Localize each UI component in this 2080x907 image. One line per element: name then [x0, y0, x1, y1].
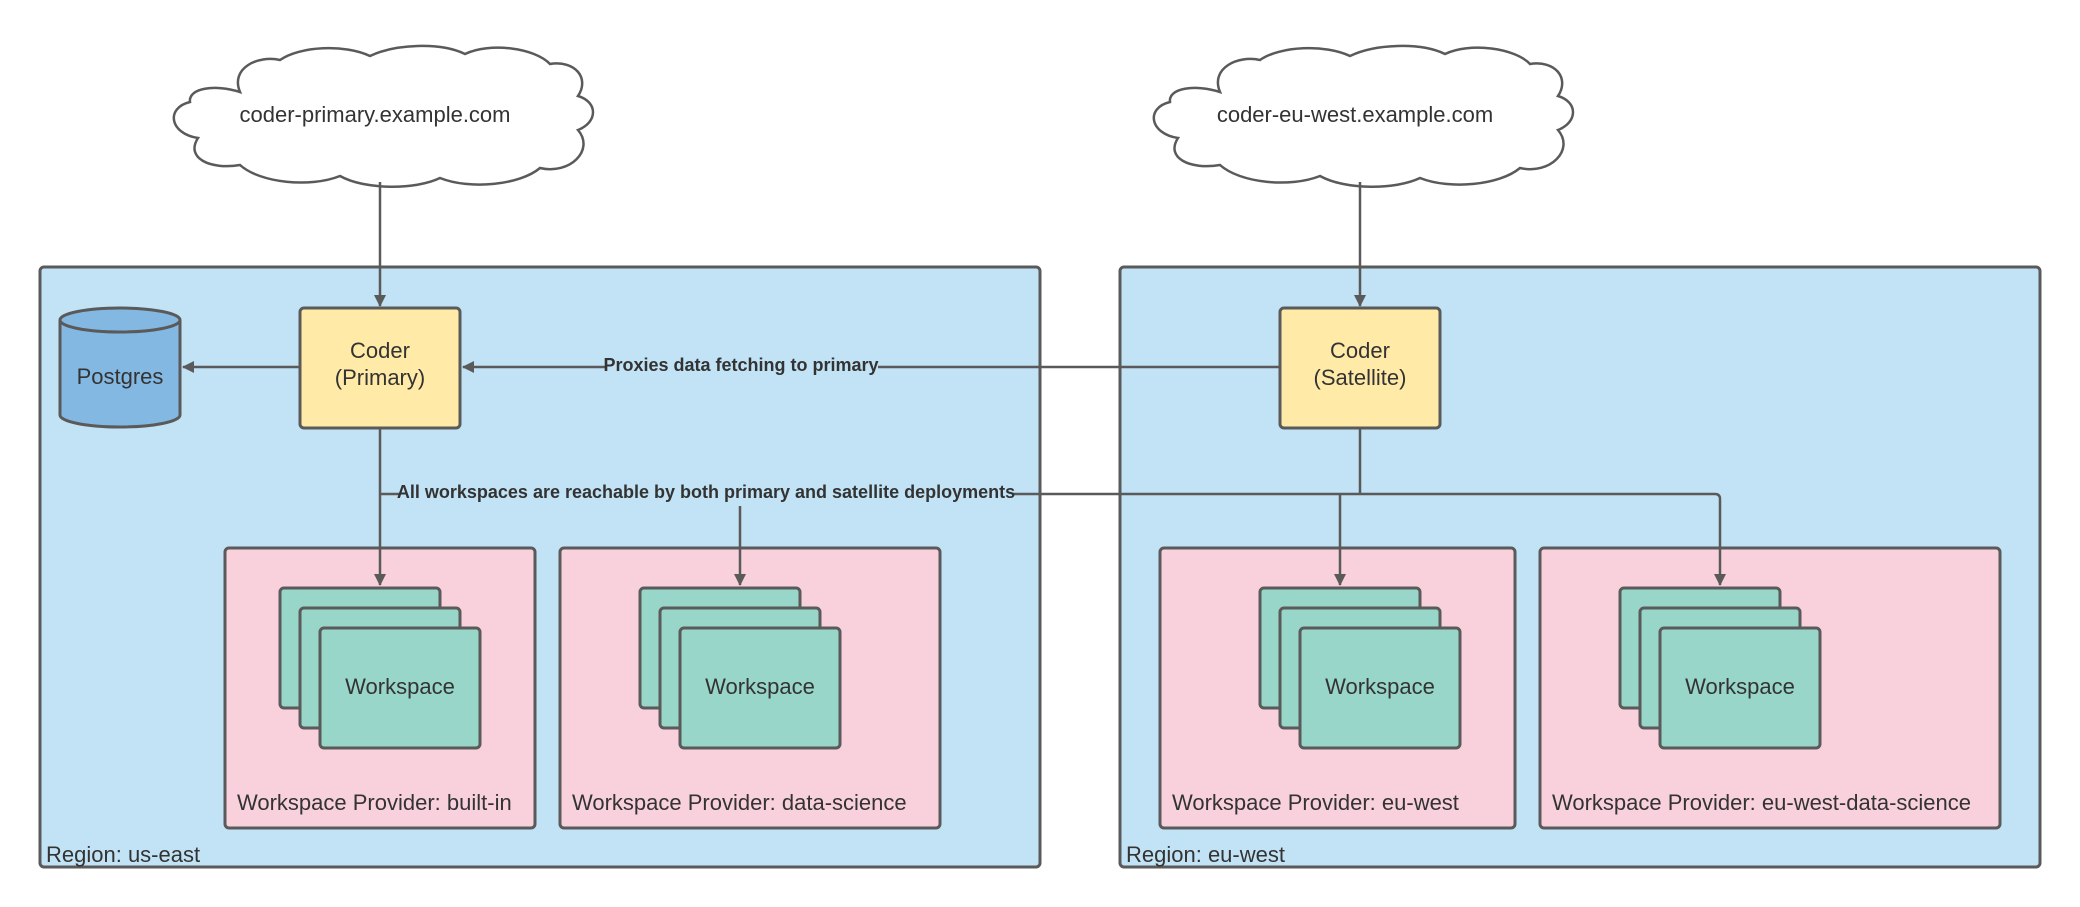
edge-reachable-bus	[380, 492, 1726, 586]
proxy-label-bg	[605, 355, 878, 379]
provider-eu-west-label: Workspace Provider: eu-west	[1172, 790, 1459, 815]
workspace-stack-data-science: Workspace	[638, 586, 842, 750]
reachable-edge-label: All workspaces are reachable by both pri…	[397, 482, 1015, 502]
workspace-label: Workspace	[345, 674, 455, 699]
postgres-label: Postgres	[77, 364, 164, 389]
coder-satellite-node: Coder (Satellite)	[1278, 306, 1442, 430]
cloud-primary: coder-primary.example.com	[172, 44, 595, 188]
workspace-label: Workspace	[1325, 674, 1435, 699]
coder-satellite-subtitle: (Satellite)	[1314, 365, 1407, 390]
workspace-stack-built-in: Workspace	[278, 586, 482, 750]
coder-primary-node: Coder (Primary)	[298, 306, 462, 430]
reachable-label-bg	[400, 482, 1012, 506]
provider-built-in-label: Workspace Provider: built-in	[237, 790, 512, 815]
region-us-east-label: Region: us-east	[46, 842, 200, 867]
coder-primary-title: Coder	[350, 338, 410, 363]
workspace-stack-eu-west-data-science: Workspace	[1618, 586, 1822, 750]
cloud-eu-west: coder-eu-west.example.com	[1152, 44, 1575, 188]
workspace-stack-eu-west: Workspace	[1258, 586, 1462, 750]
region-eu-west-label: Region: eu-west	[1126, 842, 1285, 867]
cloud-primary-label: coder-primary.example.com	[239, 102, 510, 127]
postgres-database: Postgres	[58, 306, 182, 429]
provider-eu-west-data-science-label: Workspace Provider: eu-west-data-science	[1552, 790, 1971, 815]
workspace-label: Workspace	[1685, 674, 1795, 699]
workspace-label: Workspace	[705, 674, 815, 699]
proxy-edge-label: Proxies data fetching to primary	[603, 355, 878, 375]
coder-primary-subtitle: (Primary)	[335, 365, 425, 390]
coder-satellite-title: Coder	[1330, 338, 1390, 363]
provider-data-science-label: Workspace Provider: data-science	[572, 790, 907, 815]
cloud-eu-west-label: coder-eu-west.example.com	[1217, 102, 1493, 127]
